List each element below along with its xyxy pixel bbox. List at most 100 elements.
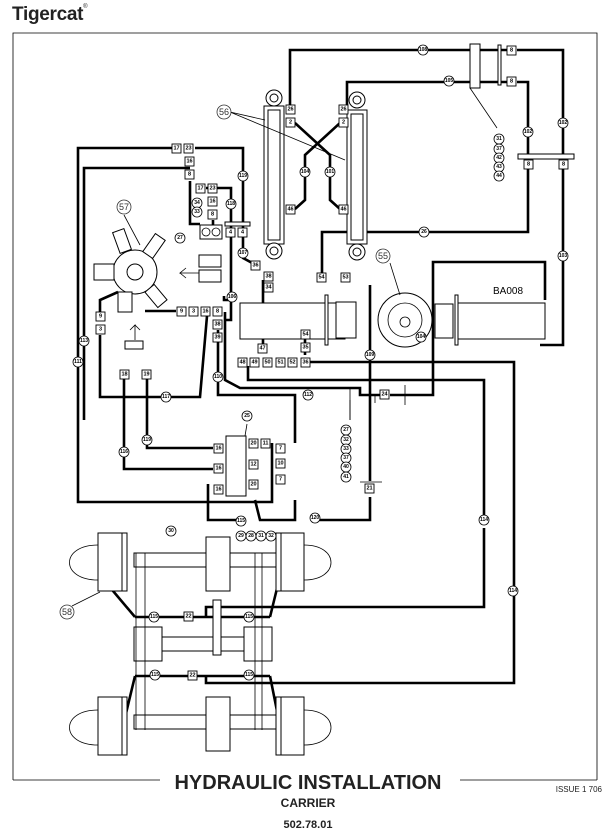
svg-text:115: 115 [150,614,158,620]
part-box: 22 [183,611,194,622]
hose-callout: 102 [557,117,569,129]
hose-callout: 115 [243,669,255,681]
hose-callout: 32 [340,434,352,446]
svg-text:43: 43 [496,164,502,170]
radial-piston-motor [93,227,200,340]
part-box: 20 [248,438,259,449]
svg-text:26: 26 [421,229,427,235]
part-box: 46 [338,204,349,215]
hose-callout: 28 [245,530,257,542]
svg-text:9: 9 [99,314,102,320]
svg-text:39: 39 [214,335,220,341]
svg-text:55: 55 [378,251,388,261]
svg-text:19: 19 [143,372,149,378]
svg-text:104: 104 [417,334,426,340]
part-box: 7 [275,474,286,485]
part-box: 3 [188,306,199,317]
svg-text:12: 12 [250,462,256,468]
svg-text:10: 10 [277,461,283,467]
svg-text:11: 11 [263,441,269,447]
part-box: 24 [379,389,390,400]
part-box: 16 [207,196,218,207]
svg-text:22: 22 [185,614,191,620]
hose-callout: 40 [340,461,352,473]
svg-text:29: 29 [238,533,244,539]
svg-text:26: 26 [340,107,346,113]
callout-57: 57 [116,199,132,215]
svg-text:36: 36 [252,263,258,269]
svg-text:25: 25 [244,413,250,419]
svg-text:102: 102 [524,129,533,135]
hose-callout: 117 [160,391,172,403]
part-box: 16 [184,156,195,167]
svg-text:37: 37 [496,146,502,152]
svg-text:47: 47 [259,346,265,352]
bulkhead-plate [224,221,251,227]
part-box: 23 [207,183,218,194]
hose-callout: 109 [364,349,376,361]
svg-text:114: 114 [509,588,517,594]
svg-text:8: 8 [216,309,219,315]
svg-text:31: 31 [258,533,264,539]
hose-callout: 112 [302,389,314,401]
part-box: 8 [184,169,195,180]
hose-callout: 32 [265,530,277,542]
svg-text:3: 3 [192,309,195,315]
part-box: 8 [506,76,517,87]
part-box: 8 [506,45,517,56]
svg-text:58: 58 [62,607,72,617]
svg-text:32: 32 [268,533,274,539]
svg-text:105: 105 [445,78,454,84]
hose-callout: 34 [191,197,203,209]
svg-text:113: 113 [80,338,88,344]
page-title: HYDRAULIC INSTALLATION [174,772,442,794]
svg-text:50: 50 [264,360,270,366]
svg-text:28: 28 [248,533,254,539]
hose-callout: 41 [340,471,352,483]
svg-text:51: 51 [277,360,283,366]
svg-text:37: 37 [343,455,349,461]
part-box: 12 [248,459,259,470]
part-box: 36 [250,260,261,271]
svg-text:40: 40 [343,464,349,470]
svg-text:36: 36 [302,360,308,366]
svg-text:104: 104 [301,169,310,175]
hose-callouts: 108 105 102 102 103 26 101 104 119 118 1… [72,44,569,681]
svg-text:30: 30 [168,528,174,534]
gearbox-left [239,294,357,346]
svg-text:27: 27 [343,427,349,433]
part-box: 2 [285,117,296,128]
svg-text:44: 44 [496,173,502,179]
distribution-block [225,435,247,497]
hose-callout: 114 [507,585,519,597]
part-box: 51 [275,357,286,368]
svg-text:3: 3 [99,327,102,333]
svg-text:34: 34 [194,200,200,206]
hose-callout: 104 [415,331,427,343]
hose-callout: 116 [118,446,130,458]
svg-text:102: 102 [559,120,568,126]
svg-text:7: 7 [279,446,282,452]
svg-text:17: 17 [197,186,203,192]
part-box: 39 [212,332,223,343]
hose-callout: 27 [174,232,186,244]
part-box: 11 [260,438,271,449]
svg-text:8: 8 [510,48,513,54]
svg-text:54: 54 [318,275,325,281]
svg-text:115: 115 [151,672,159,678]
hose-callout: 33 [340,443,352,455]
part-box: 10 [275,458,286,469]
hose-callout: 101 [324,166,336,178]
svg-text:115: 115 [245,672,253,678]
part-box: 47 [257,343,268,354]
issue-label: ISSUE 1 706 [555,785,602,794]
callout-56: 56 [216,104,232,120]
svg-text:103: 103 [559,253,568,259]
svg-text:119: 119 [143,437,151,443]
svg-text:26: 26 [287,107,293,113]
hose-callout: 115 [148,611,160,623]
part-box: 3 [95,324,106,335]
svg-text:57: 57 [119,202,129,212]
svg-text:4: 4 [229,230,233,236]
svg-text:53: 53 [342,275,348,281]
